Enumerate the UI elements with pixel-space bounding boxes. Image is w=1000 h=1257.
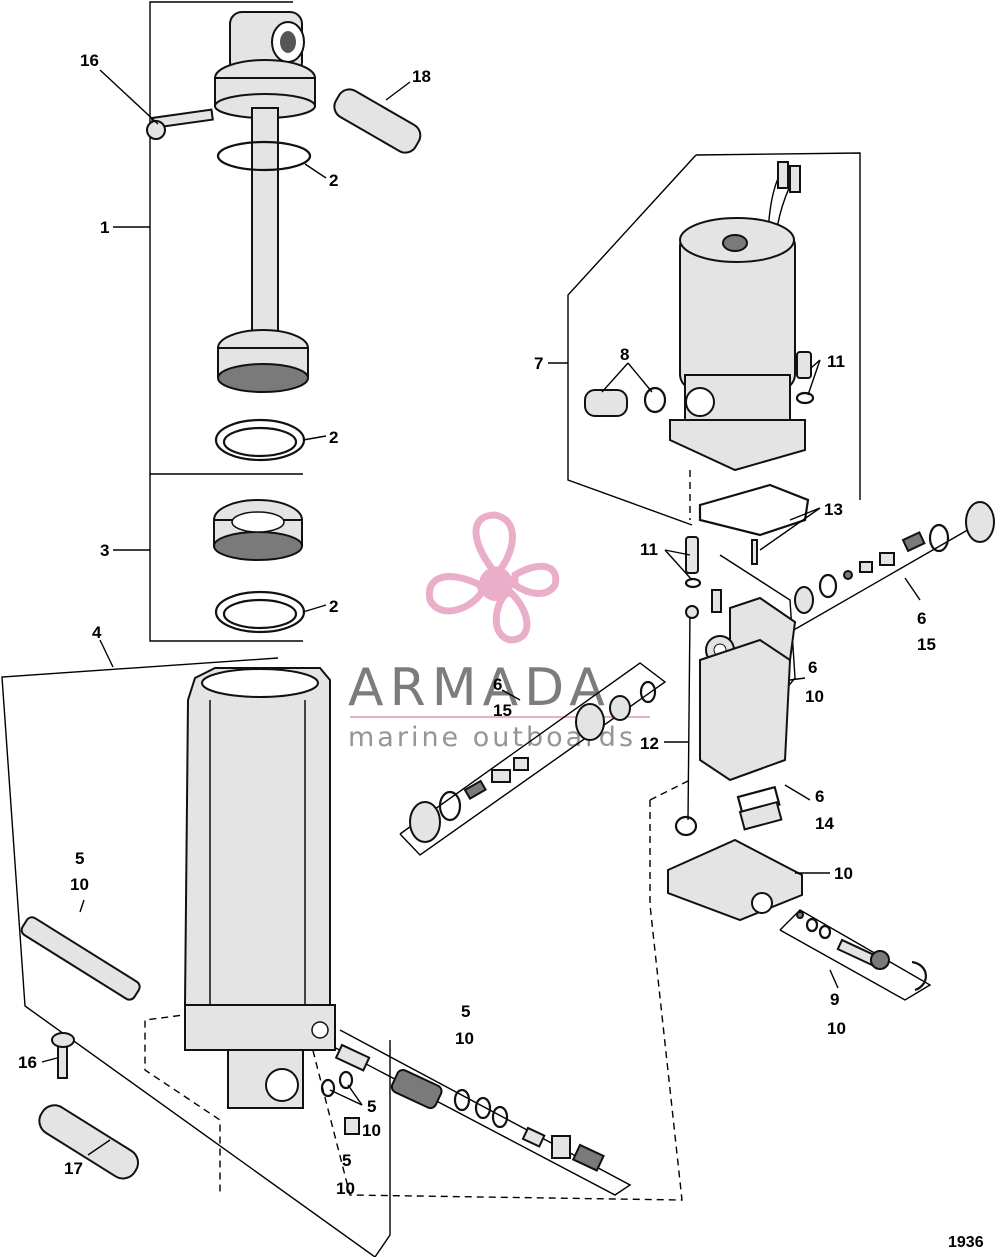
callout-6c-top: 6 (917, 609, 926, 628)
callout-2c: 2 (329, 597, 338, 616)
housing-valve-parts (320, 1043, 605, 1172)
callout-11b: 11 (640, 540, 658, 559)
valve-assembly-right (794, 501, 995, 614)
pump-motor (584, 161, 815, 565)
callout-8: 8 (620, 345, 629, 364)
valve-assembly-9 (796, 911, 927, 992)
callout-18: 18 (412, 67, 431, 86)
cylinder-housing (183, 667, 336, 1109)
callout-2a: 2 (329, 171, 338, 190)
callout-5c: 5 (367, 1097, 376, 1116)
callout-11a: 11 (827, 352, 845, 371)
callout-16a: 16 (80, 51, 99, 70)
callout-2b: 2 (329, 428, 338, 447)
pump-body (674, 536, 797, 837)
callout-5a-bottom: 10 (70, 875, 89, 894)
callout-1: 1 (100, 218, 109, 237)
callout-labels: 16 18 2 1 2 3 2 4 5 10 16 17 5 10 5 10 5… (18, 51, 984, 1251)
callout-5e-top: 5 (342, 1151, 351, 1170)
callout-6d-bottom: 14 (815, 814, 834, 833)
callout-9-top: 9 (830, 990, 839, 1009)
callout-6c-bottom: 15 (917, 635, 936, 654)
callout-7: 7 (534, 354, 543, 373)
callout-5a-top: 5 (75, 849, 84, 868)
callout-13: 13 (824, 500, 843, 519)
tilt-cylinder-ram (213, 11, 316, 634)
callout-9-bottom: 10 (827, 1019, 846, 1038)
callout-5d: 10 (362, 1121, 381, 1140)
callout-4: 4 (92, 623, 102, 642)
callout-5b-bottom: 10 (455, 1029, 474, 1048)
pins-and-bolts (20, 88, 422, 1180)
valve-assembly-left (409, 680, 657, 843)
callout-16b: 16 (18, 1053, 37, 1072)
callout-10: 10 (834, 864, 853, 883)
callout-5e-bottom: 10 (336, 1179, 355, 1198)
diagram-code: 1936 (948, 1234, 984, 1251)
propeller-logo-icon (425, 511, 560, 644)
callout-6d-top: 6 (815, 787, 824, 806)
callout-6a-top: 6 (493, 675, 502, 694)
callout-6a-bottom: 15 (493, 701, 512, 720)
callout-17: 17 (64, 1159, 83, 1178)
callout-leaders (41, 69, 839, 1156)
callout-6b-bottom: 10 (805, 687, 824, 706)
callout-6b-top: 6 (808, 658, 817, 677)
callout-3: 3 (100, 541, 109, 560)
callout-12: 12 (640, 734, 659, 753)
callout-5b-top: 5 (461, 1002, 470, 1021)
watermark-brand: ARMADA (348, 658, 611, 718)
base-plate (667, 838, 803, 922)
